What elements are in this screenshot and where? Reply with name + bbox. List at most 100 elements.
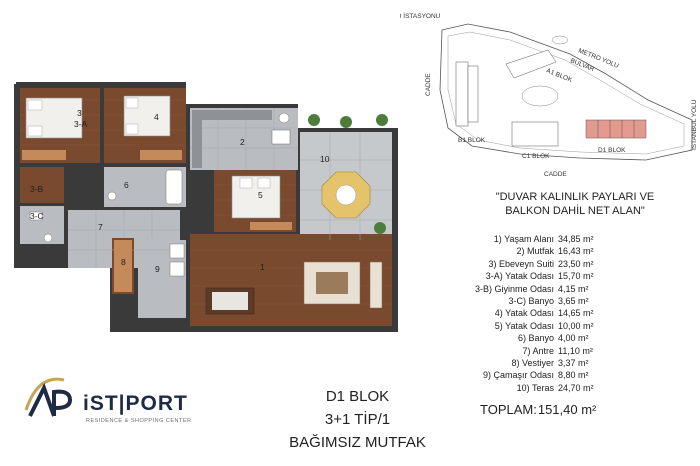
kitchen-counter — [192, 120, 202, 168]
room-number: 9 — [155, 264, 160, 274]
area-label: 1) Yaşam Alanı — [493, 234, 554, 244]
room-number: 3-A — [74, 119, 88, 129]
sink-icon — [29, 211, 43, 221]
area-label: 3-B) Giyinme Odası — [474, 283, 554, 294]
bed-icon — [231, 175, 281, 219]
washer-icon — [169, 243, 185, 259]
bathtub-icon — [165, 169, 183, 205]
room-number: 3 — [77, 108, 82, 118]
plant-icon — [278, 112, 290, 124]
area-row: 7) Antre 11,10 m² — [448, 345, 620, 357]
area-label: 8) Vestiyer — [511, 357, 554, 368]
d1-block — [585, 119, 647, 139]
b1-block — [455, 61, 479, 127]
floor-plan: 1 2 3 3-A 3-B 3-C 4 5 6 7 8 9 10 — [14, 82, 398, 332]
area-value: 4,00 m² — [558, 333, 589, 344]
kitchen-counter — [192, 110, 272, 120]
unit-type: 3+1 TİP/1 — [324, 411, 391, 428]
area-row: 5) Yatak Odası 10,00 m² — [448, 320, 620, 332]
area-row: 10) Teras 24,70 m² — [448, 382, 620, 394]
area-row: 6) Banyo 4,00 m² — [448, 332, 620, 344]
terrace-table-icon — [321, 171, 371, 219]
area-value: 23,50 m² — [558, 258, 594, 269]
room-number: 5 — [258, 190, 263, 200]
plant-icon — [308, 114, 320, 126]
area-value: 10,00 m² — [558, 320, 594, 331]
total-area: TOPLAM:151,40 m² — [480, 402, 596, 417]
wardrobe-icon — [250, 222, 292, 230]
area-value: 11,10 m² — [558, 345, 593, 356]
area-row: 8) Vestiyer 3,37 m² — [448, 357, 620, 369]
dining-table-icon — [205, 287, 255, 315]
brand-tagline: RESIDENCE & SHOPPING CENTER — [86, 418, 192, 424]
area-row: 3-C) Banyo 3,65 m² — [448, 295, 620, 307]
area-row: 3-A) Yatak Odası 15,70 m² — [448, 270, 620, 282]
toilet-icon — [43, 233, 53, 243]
d1-label: D1 BLOK — [598, 147, 626, 154]
wardrobe-icon — [22, 150, 66, 160]
area-value: 4,15 m² — [558, 283, 589, 294]
area-label: 2) Mutfak — [516, 246, 554, 257]
block-name: D1 BLOK — [325, 388, 390, 405]
area-label: 6) Banyo — [517, 333, 554, 344]
brand-name: iST|PORT — [83, 392, 188, 415]
istanbul-yolu-label: İSTANBUL YOLU — [689, 99, 698, 150]
room-number: 4 — [154, 112, 159, 122]
area-heading-line: BALKON DAHİL NET ALAN" — [505, 205, 645, 217]
ap-mark-icon — [24, 377, 73, 417]
c1-label: C1 BLOK — [522, 153, 550, 160]
bed-icon — [123, 95, 171, 137]
site-outline — [439, 23, 693, 161]
area-list: 1) Yaşam Alanı 34,85 m² 2) Mutfak 16,43 m²… — [448, 233, 620, 394]
area-value: 34,85 m² — [558, 234, 594, 244]
area-value: 8,80 m² — [558, 370, 589, 381]
table-icon — [271, 129, 291, 145]
plant-icon — [376, 114, 388, 126]
area-label: 3) Ebeveyn Suiti — [488, 258, 554, 269]
area-value: 24,70 m² — [558, 382, 594, 393]
total-value: 151,40 m² — [537, 402, 597, 417]
room-number: 8 — [121, 257, 126, 267]
room-number: 6 — [124, 180, 129, 190]
dryer-icon — [169, 261, 185, 277]
area-row: 1) Yaşam Alanı 34,85 m² — [448, 233, 620, 245]
c1-block — [511, 121, 559, 147]
area-value: 15,70 m² — [558, 271, 594, 282]
area-heading: "DUVAR KALINLIK PAYLARI VE BALKON DAHİL … — [470, 190, 680, 218]
total-label: TOPLAM: — [480, 402, 537, 417]
room-number: 1 — [260, 262, 265, 272]
wardrobe-icon — [140, 150, 182, 160]
area-row: 4) Yatak Odası 14,65 m² — [448, 307, 620, 319]
area-label: 10) Teras — [516, 382, 554, 393]
bulvar-label: BULVAR — [569, 57, 595, 73]
room-number: 10 — [320, 154, 330, 164]
area-value: 3,65 m² — [558, 295, 589, 306]
area-row: 2) Mutfak 16,43 m² — [448, 245, 620, 257]
area-label: 7) Antre — [522, 345, 554, 356]
area-label: 4) Yatak Odası — [494, 308, 554, 319]
room-number: 2 — [240, 137, 245, 147]
sofa-icon — [303, 261, 383, 309]
plant-icon — [374, 222, 386, 234]
room-number: 7 — [98, 222, 103, 232]
toilet-icon — [107, 191, 117, 201]
area-value: 16,43 m² — [558, 246, 594, 257]
area-value: 3,37 m² — [558, 357, 589, 368]
area-label: 3-C) Banyo — [508, 295, 554, 306]
site-plan: METRO İSTASYONU METRO YOLU BULVAR A1 BLO… — [400, 11, 698, 178]
area-label: 9) Çamaşır Odası — [482, 370, 554, 381]
area-row: 3) Ebeveyn Suiti 23,50 m² — [448, 258, 620, 270]
area-value: 14,65 m² — [558, 308, 594, 319]
cadde-left-label: CADDE — [425, 73, 432, 96]
area-label: 3-A) Yatak Odası — [485, 271, 554, 282]
plant-icon — [340, 116, 352, 128]
area-row: 9) Çamaşır Odası 8,80 m² — [448, 369, 620, 381]
kitchen-type: BAĞIMSIZ MUTFAK — [289, 434, 426, 451]
area-label: 5) Yatak Odası — [494, 320, 554, 331]
a1-block — [505, 49, 557, 79]
area-row: 3-B) Giyinme Odası 4,15 m² — [448, 283, 620, 295]
b1-label: B1 BLOK — [458, 137, 486, 144]
room-number: 3-B — [30, 184, 44, 194]
room-number: 3-C — [30, 211, 44, 221]
room-3b-floor — [20, 167, 64, 203]
